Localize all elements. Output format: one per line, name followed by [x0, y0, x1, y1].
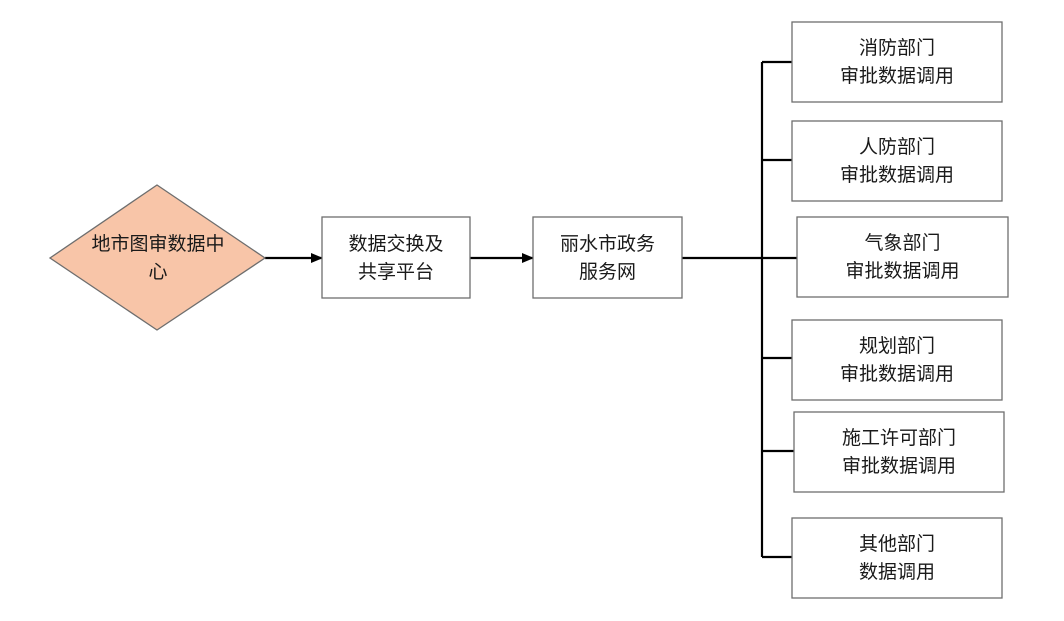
dept-label-3: 气象部门 审批数据调用 [797, 217, 1008, 297]
dept-label-5: 施工许可部门 审批数据调用 [794, 412, 1004, 492]
source-label-line2: 心 [148, 261, 168, 283]
dept-box-1 [791, 21, 1003, 103]
exchange-label-line1: 数据交换及 [348, 232, 444, 255]
dept-3-line1: 气象部门 [864, 232, 941, 254]
dept-5-line2: 审批数据调用 [841, 455, 956, 477]
dept-2-line2: 审批数据调用 [839, 164, 954, 186]
dept-box-5 [793, 411, 1005, 493]
source-label: 地市图审数据中 心 [70, 220, 246, 296]
exchange-label: 数据交换及 共享平台 [322, 217, 470, 298]
dept-box-4 [791, 319, 1003, 401]
govnet-box [532, 216, 683, 299]
dept-label-2: 人防部门 审批数据调用 [792, 121, 1002, 201]
dept-6-line1: 其他部门 [858, 533, 935, 555]
dept-4-line2: 审批数据调用 [839, 363, 954, 385]
dept-box-3 [796, 216, 1009, 298]
dept-label-1: 消防部门 审批数据调用 [792, 22, 1002, 102]
dept-5-line1: 施工许可部门 [841, 427, 956, 449]
source-diamond [48, 184, 267, 331]
source-label-line1: 地市图审数据中 [91, 233, 225, 255]
dept-4-line1: 规划部门 [858, 335, 935, 357]
dept-6-line2: 数据调用 [858, 561, 935, 583]
dept-3-line2: 审批数据调用 [845, 260, 960, 282]
dept-1-line2: 审批数据调用 [839, 65, 954, 87]
govnet-label-line1: 丽水市政务 [559, 232, 655, 255]
dept-box-2 [791, 120, 1003, 202]
dept-label-4: 规划部门 审批数据调用 [792, 320, 1002, 400]
exchange-label-line2: 共享平台 [357, 260, 434, 283]
dept-1-line1: 消防部门 [858, 37, 935, 59]
dept-label-6: 其他部门 数据调用 [792, 518, 1002, 598]
govnet-label-line2: 服务网 [578, 260, 636, 283]
dept-box-6 [791, 517, 1003, 599]
exchange-box [321, 216, 471, 299]
dept-2-line1: 人防部门 [858, 136, 935, 158]
govnet-label: 丽水市政务 服务网 [533, 217, 682, 298]
